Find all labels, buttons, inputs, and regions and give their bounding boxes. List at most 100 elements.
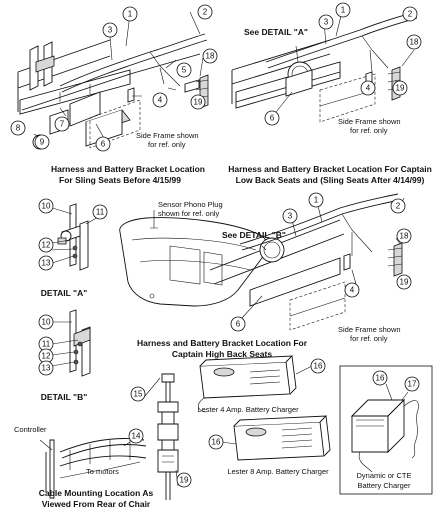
callout-14-label: 14	[132, 432, 141, 441]
callout-3-label: 3	[108, 26, 113, 35]
callout-6-fig3: 6	[230, 316, 246, 332]
callout-13-detail-a: 13	[38, 255, 54, 271]
callout-18-label: 18	[206, 52, 215, 61]
callout-1-label: 1	[341, 6, 346, 15]
callout-1-fig3: 1	[308, 192, 324, 208]
callout-19-label: 19	[194, 98, 203, 107]
see-detail-a: See DETAIL "A"	[244, 27, 308, 37]
callout-19-label: 19	[180, 476, 189, 485]
fig2-caption-line1: Harness and Battery Bracket Location For…	[228, 164, 432, 174]
callout-8-fig1: 8	[10, 120, 26, 136]
callout-4-label: 4	[366, 84, 371, 93]
detail-b-caption: DETAIL "B"	[41, 392, 87, 402]
fig1-caption-line1: Harness and Battery Bracket Location	[51, 164, 205, 174]
to-motors-label: To motors	[86, 467, 119, 476]
callout-19-label: 19	[396, 84, 405, 93]
callout-11-label: 11	[42, 340, 51, 349]
callout-19-fig1: 19	[190, 94, 206, 110]
callout-16-label: 16	[212, 438, 221, 447]
callout-19-fig3: 19	[396, 274, 412, 290]
figure-dynamic-charger	[339, 365, 433, 495]
callout-16-label: 16	[314, 362, 323, 371]
callout-5-label: 5	[182, 66, 187, 75]
callout-6-label: 6	[101, 140, 106, 149]
callout-9-label: 9	[40, 138, 45, 147]
callout-17-label: 17	[408, 380, 417, 389]
sensor-note-2: shown for ref. only	[158, 209, 220, 218]
figure-lester-8amp	[221, 415, 331, 461]
callout-19-fig2: 19	[392, 80, 408, 96]
callout-4-fig1: 4	[152, 92, 168, 108]
callout-1-label: 1	[314, 196, 319, 205]
callout-12-detail-a: 12	[38, 237, 54, 253]
callout-5-fig1: 5	[176, 62, 192, 78]
callout-2-label: 2	[396, 202, 401, 211]
cable-caption-line2: Viewed From Rear of Chair	[42, 499, 151, 509]
callout-18-label: 18	[400, 232, 409, 241]
fig1-caption-line2: For Sling Seats Before 4/15/99	[59, 175, 181, 185]
callout-11-detail-a: 11	[92, 204, 108, 220]
callout-1-fig1: 1	[122, 6, 138, 22]
lester4-caption: Lester 4 Amp. Battery Charger	[197, 405, 299, 414]
callout-10-label: 10	[42, 202, 51, 211]
side-frame-note-3a: Side Frame shown	[338, 325, 401, 334]
callout-18-fig1: 18	[202, 48, 218, 64]
callout-3-fig2: 3	[318, 14, 334, 30]
callout-3-label: 3	[288, 212, 293, 221]
callout-13-detail-b: 13	[38, 360, 54, 376]
callout-11-label: 11	[96, 208, 105, 217]
side-frame-note-2b: for ref. only	[350, 126, 388, 135]
callout-13-label: 13	[42, 364, 51, 373]
callout-3-fig3: 3	[282, 208, 298, 224]
figure-lester-4amp	[197, 355, 313, 413]
fig3-caption-line2: Captain High Back Seats	[172, 349, 272, 359]
callout-16-lester4: 16	[310, 358, 326, 374]
side-frame-note-1a: Side Frame shown	[136, 131, 199, 140]
callout-17: 17	[404, 376, 420, 392]
side-frame-note-1b: for ref. only	[148, 140, 186, 149]
callout-2-label: 2	[408, 10, 413, 19]
dynamic-caption-line2: Battery Charger	[358, 481, 411, 490]
callout-12-label: 12	[42, 352, 51, 361]
fig2-caption-line2: Low Back Seats and (Sling Seats After 4/…	[236, 175, 425, 185]
side-frame-note-3b: for ref. only	[350, 334, 388, 343]
callout-7-label: 7	[60, 120, 65, 129]
side-frame-note-2a: Side Frame shown	[338, 117, 401, 126]
callout-10-label: 10	[42, 318, 51, 327]
controller-label: Controller	[14, 425, 47, 434]
figure-detail-a	[45, 203, 101, 271]
callout-6-fig1: 6	[95, 136, 111, 152]
callout-4-label: 4	[158, 96, 163, 105]
callout-9-fig1: 9	[34, 134, 50, 150]
callout-16-label: 16	[376, 374, 385, 383]
callout-12-label: 12	[42, 241, 51, 250]
callout-6-label: 6	[270, 114, 275, 123]
callout-2-fig1: 2	[197, 4, 213, 20]
callout-2-label: 2	[203, 8, 208, 17]
fig3-caption-line1: Harness and Battery Bracket Location For	[137, 338, 308, 348]
dynamic-caption-line1: Dynamic or CTE	[356, 471, 411, 480]
callout-19-label: 19	[400, 278, 409, 287]
callout-6-label: 6	[236, 320, 241, 329]
callout-1-fig2: 1	[335, 2, 351, 18]
callout-14: 14	[128, 428, 144, 444]
callout-4-label: 4	[350, 286, 355, 295]
callout-13-label: 13	[42, 259, 51, 268]
captions: Harness and Battery Bracket Location For…	[39, 164, 432, 509]
figure-captain-high-back	[119, 193, 405, 331]
callout-8-label: 8	[16, 124, 21, 133]
callout-15-label: 15	[134, 390, 143, 399]
notes: Side Frame shown for ref. only Side Fram…	[14, 27, 401, 476]
callout-15: 15	[130, 386, 146, 402]
callout-16-dynamic: 16	[372, 370, 388, 386]
callout-3-fig1: 3	[102, 22, 118, 38]
callout-10-detail-a: 10	[38, 198, 54, 214]
cable-caption-line1: Cable Mounting Location As	[39, 488, 154, 498]
lester8-caption: Lester 8 Amp. Battery Charger	[227, 467, 329, 476]
callout-16-lester8: 16	[208, 434, 224, 450]
callout-1-label: 1	[128, 10, 133, 19]
callout-10-detail-b: 10	[38, 314, 54, 330]
callout-6-fig2: 6	[264, 110, 280, 126]
